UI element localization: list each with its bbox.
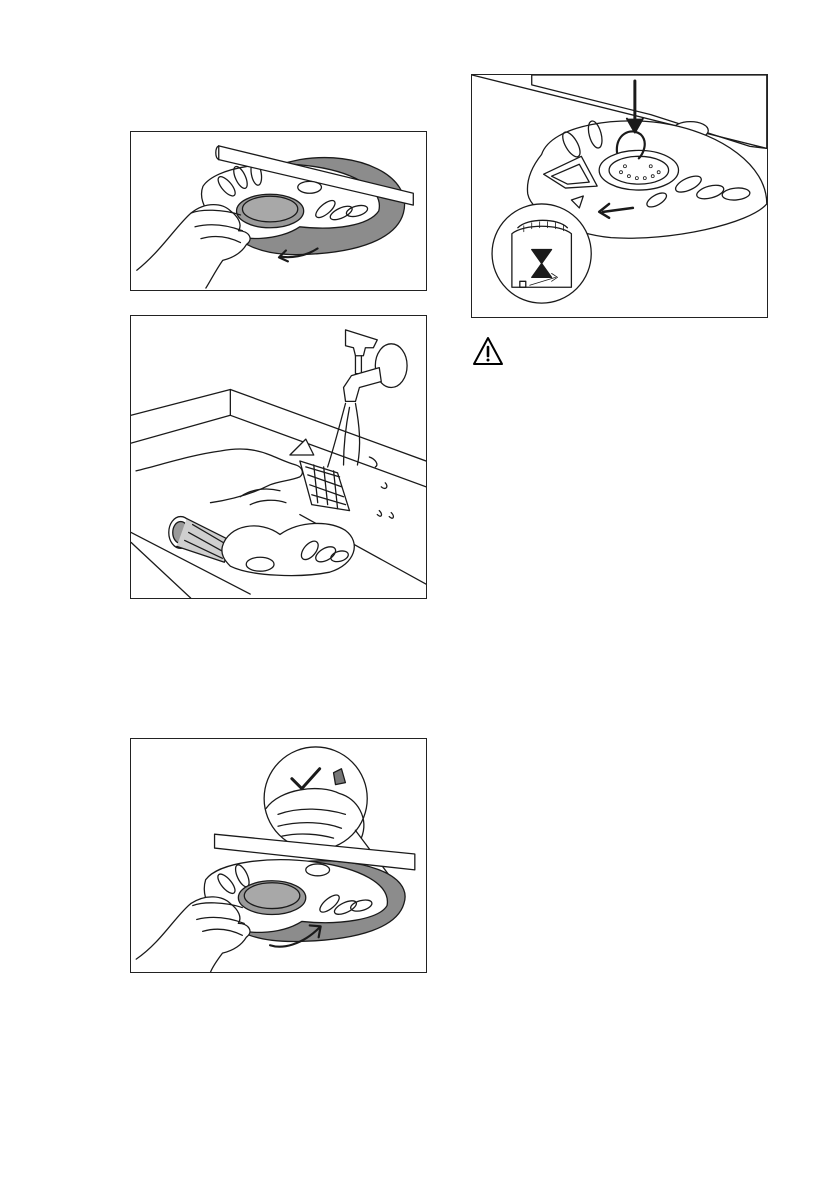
filter-install-icon bbox=[131, 739, 426, 972]
filter-remove-icon bbox=[131, 132, 426, 290]
filter-lock-icon bbox=[472, 75, 767, 317]
figure-remove-flat-filter bbox=[130, 131, 427, 291]
figure-install-flat-filter bbox=[130, 738, 427, 973]
figure-rinse-filters bbox=[130, 315, 427, 599]
filter-rinse-icon bbox=[131, 316, 426, 598]
figure-lock-filter bbox=[471, 74, 768, 318]
warning-icon bbox=[471, 335, 505, 367]
